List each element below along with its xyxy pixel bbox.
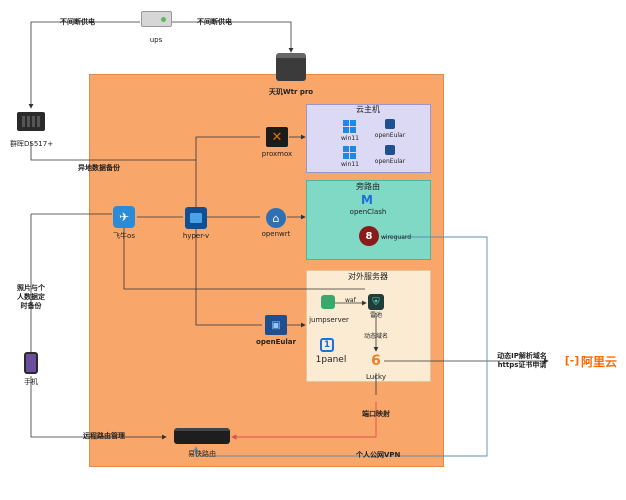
nas-main-label: 天玑Wtr pro (268, 88, 314, 96)
jumpserver-icon (321, 295, 335, 309)
openclash-icon: M (361, 193, 373, 207)
openeuler-icon (385, 145, 395, 155)
openeuler-host-label: openEular (256, 338, 296, 346)
windows-icon (343, 146, 356, 159)
port-mapping-label: 端口映射 (362, 410, 390, 418)
power-edge-right-label: 不间断供电 (197, 18, 232, 26)
ups-icon (141, 11, 172, 27)
aliyun-label: 阿里云 (581, 355, 618, 369)
vm-openeuler-2-label: openEular (374, 158, 406, 165)
bypass-router-group (306, 180, 431, 260)
vm-win11-2-label: win11 (340, 161, 360, 168)
vm-win11-1-label: win11 (340, 135, 360, 142)
nas-main-icon (276, 53, 306, 81)
router-label: 易快路由 (188, 450, 216, 458)
lucky-icon: 6 (371, 353, 381, 369)
openclash-label: openClash (349, 208, 387, 216)
jumpserver-label: jumpserver (309, 316, 349, 324)
bypass-group-title: 旁路由 (356, 182, 380, 191)
openeuler-icon (385, 119, 395, 129)
remote-backup-label: 异地数据备份 (78, 164, 120, 172)
ups-label: ups (149, 36, 163, 44)
cloud-host-group (306, 104, 431, 173)
onepanel-label: 1panel (315, 355, 347, 365)
nas-backup-icon (17, 112, 45, 131)
wireguard-label: wireguard (381, 234, 412, 241)
windows-icon (343, 120, 356, 133)
cloud-group-title: 云主机 (356, 105, 380, 114)
power-edge-left-label: 不间断供电 (60, 18, 95, 26)
phone-label: 手机 (24, 378, 38, 386)
aliyun-logo-icon: [-] (564, 353, 580, 367)
wireguard-icon: 8 (359, 226, 379, 246)
openeuler-host-icon: ▣ (265, 315, 287, 335)
leichi-shield-icon: ⛨ (368, 294, 384, 310)
leichi-label: 雷池 (369, 312, 383, 319)
dyn-domain-label: 动态域名 (363, 333, 389, 340)
external-group-title: 对外服务器 (348, 272, 388, 281)
hyperv-label: hyper-v (182, 232, 210, 240)
router-icon (174, 428, 230, 444)
proxmox-icon: ✕ (266, 127, 288, 147)
personal-vpn-label: 个人公网VPN (356, 451, 401, 459)
remote-router-mgmt-label: 远程路由管理 (83, 432, 125, 440)
photo-backup-label: 照片与个人数据定时备份 (17, 284, 45, 310)
phone-icon (24, 352, 38, 374)
vm-openeuler-1-label: openEular (374, 132, 406, 139)
openwrt-icon: ⌂ (266, 208, 286, 228)
fnos-label: 飞牛os (113, 232, 135, 240)
onepanel-icon: 1 (320, 338, 334, 352)
nas-backup-label: 群晖DS517+ (10, 140, 54, 148)
waf-label: waf (345, 297, 356, 304)
aliyun-edge-label: 动态IP解析域名 https证书申请 (497, 352, 547, 369)
hyperv-icon (185, 207, 207, 229)
proxmox-label: proxmox (261, 150, 293, 158)
openwrt-label: openwrt (261, 230, 291, 238)
lucky-label: Lucky (365, 373, 387, 381)
fnos-icon: ✈ (113, 206, 135, 228)
